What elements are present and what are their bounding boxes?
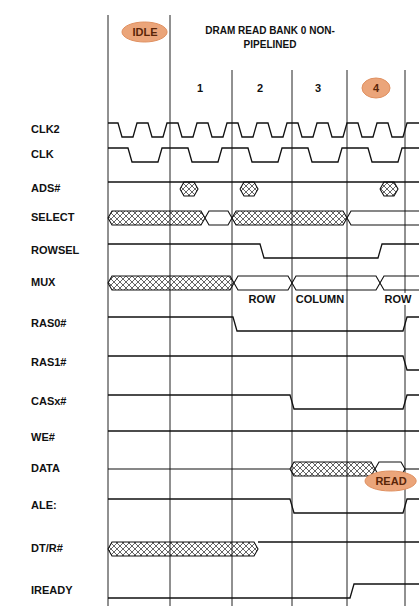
hatched-bus [380, 182, 398, 196]
signal-trace [108, 148, 419, 162]
ellipse-label: READ [375, 475, 406, 487]
signal-name: DT/R# [30, 542, 64, 554]
hatched-bus [108, 542, 258, 556]
signal-name: MUX [30, 276, 56, 288]
hatched-bus [108, 211, 205, 225]
float-trace [108, 468, 290, 469]
bus-value: COLUMN [295, 293, 345, 305]
signal-trace [108, 356, 419, 370]
highlight-ellipse: IDLE [121, 21, 168, 43]
valid-bus [205, 211, 232, 225]
cycle-line [170, 15, 171, 606]
signal-name: ADS# [30, 182, 61, 194]
highlight-ellipse: 4 [361, 77, 391, 99]
signal-trace [108, 395, 419, 409]
cycle-line [292, 70, 293, 606]
hatched-bus [290, 462, 375, 476]
valid-bus [380, 276, 419, 290]
signal-trace [108, 123, 419, 137]
ellipse-label: 4 [373, 82, 379, 94]
signal-name: IREADY [30, 584, 74, 596]
signal-name: ROWSEL [30, 244, 80, 256]
bus-value: ROW [384, 293, 413, 305]
cycle-line [347, 70, 348, 606]
signal-trace [108, 317, 419, 331]
cycle-number: 1 [196, 82, 204, 94]
cycle-line [232, 70, 233, 606]
signal-trace [108, 181, 419, 182]
cycle-line [405, 70, 406, 606]
signal-name: WE# [30, 431, 56, 443]
valid-bus [347, 211, 419, 225]
signal-name: DATA [30, 462, 61, 474]
signal-trace [108, 584, 419, 598]
signal-trace [258, 541, 419, 542]
cycle-number: 3 [314, 82, 322, 94]
ellipse-label: IDLE [132, 26, 157, 38]
signal-name: RAS0# [30, 317, 67, 329]
signal-name: CASx# [30, 395, 67, 407]
hatched-bus [108, 276, 234, 290]
bus-value: ROW [248, 293, 277, 305]
diagram-title: DRAM READ BANK 0 NON-PIPELINED [200, 24, 340, 51]
signal-trace [108, 244, 419, 258]
signal-trace [108, 430, 419, 431]
cycle-line [108, 15, 109, 606]
hatched-bus [180, 182, 198, 196]
highlight-ellipse: READ [364, 470, 417, 492]
hatched-bus [232, 211, 347, 225]
signal-trace [108, 499, 419, 513]
valid-bus [234, 276, 292, 290]
signal-name: CLK [30, 148, 55, 160]
signal-name: ALE: [30, 499, 58, 511]
float-trace [405, 468, 419, 469]
signal-name: SELECT [30, 211, 75, 223]
hatched-bus [240, 182, 258, 196]
signal-name: CLK2 [30, 123, 61, 135]
valid-bus [292, 276, 380, 290]
signal-name: RAS1# [30, 356, 67, 368]
cycle-number: 2 [256, 82, 264, 94]
